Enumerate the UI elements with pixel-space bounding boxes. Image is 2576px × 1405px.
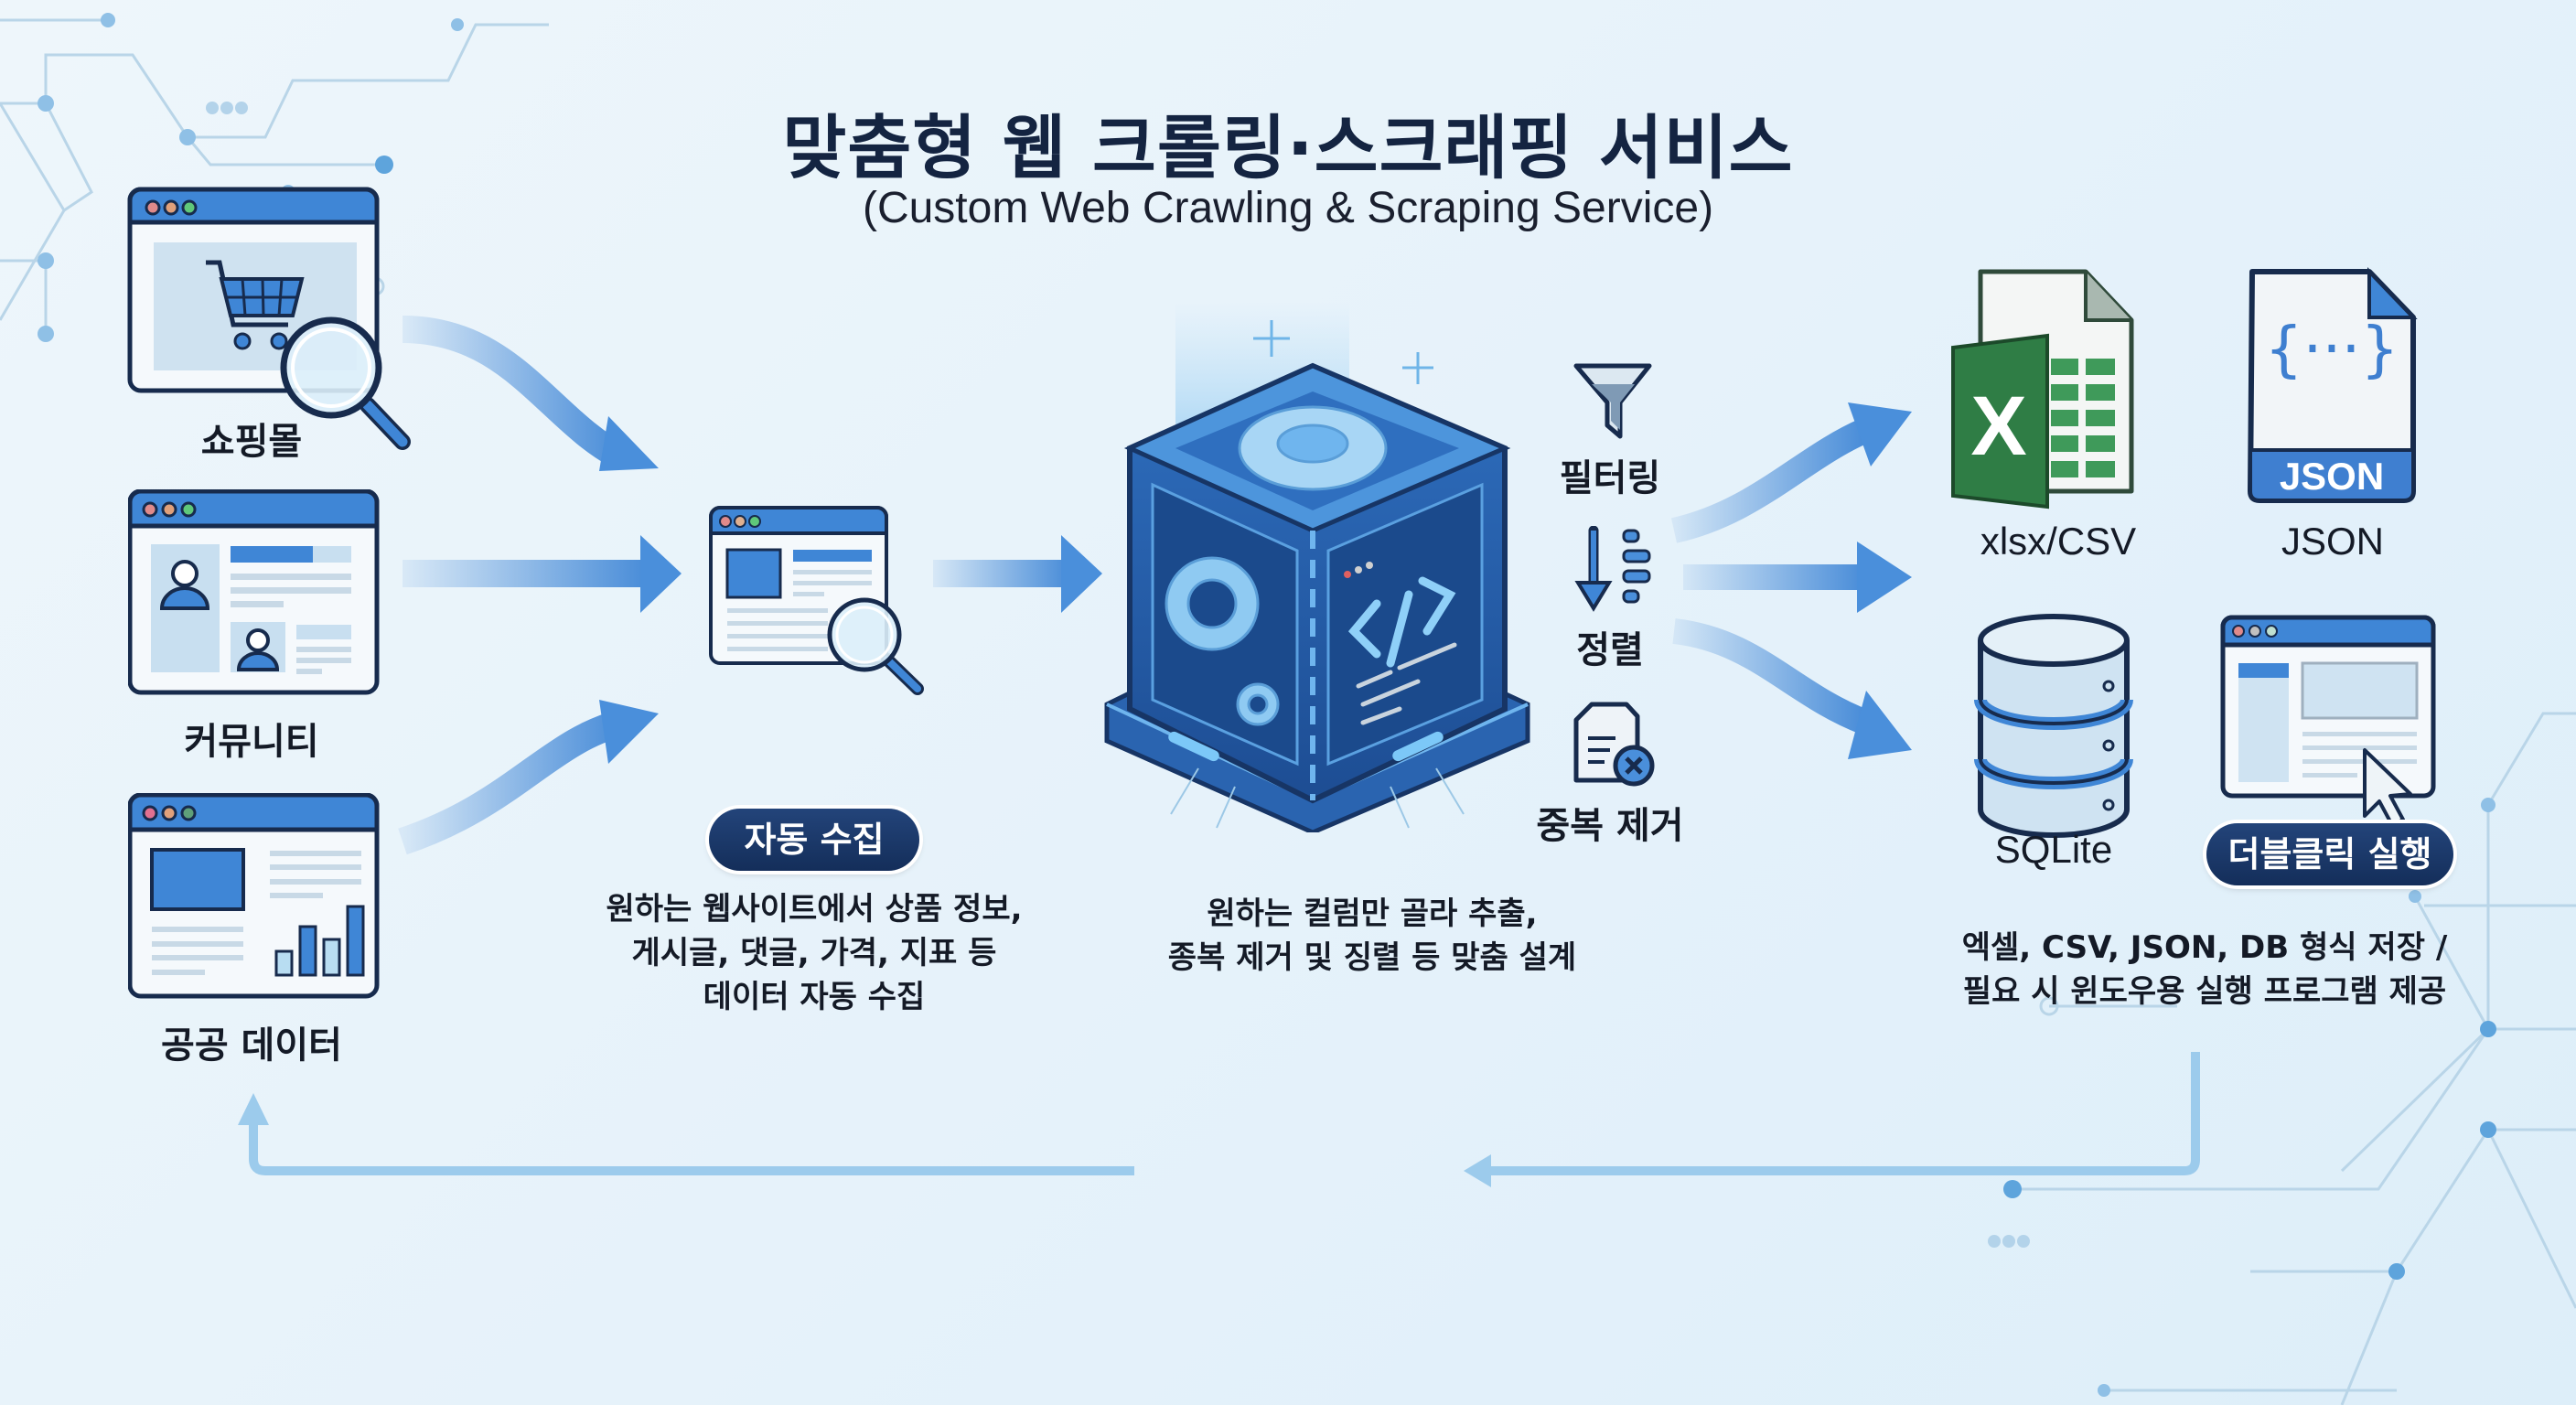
collector-browser bbox=[709, 506, 938, 716]
excel-icon: X bbox=[1951, 269, 2134, 509]
arrow-public-to-collector bbox=[398, 700, 659, 855]
output-label-sqlite: SQLite bbox=[1994, 828, 2113, 871]
process-description-line: 종복 제거 및 징렬 등 맞춤 설계 bbox=[1167, 939, 1577, 976]
source-community bbox=[127, 488, 380, 695]
gear-icon bbox=[1165, 556, 1280, 726]
shopping-cart-browser-icon bbox=[127, 187, 411, 450]
output-description-line: 엑셀, CSV, JSON, DB 형식 저장 / bbox=[1961, 929, 2448, 966]
json-tag: JSON bbox=[2280, 455, 2384, 498]
collect-description-line: 게시글, 댓글, 가격, 지표 등 bbox=[631, 935, 997, 971]
output-label-json: JSON bbox=[2281, 520, 2384, 563]
filter-step bbox=[1569, 361, 1660, 444]
page-title: 맞춤형 웹 크롤링·스크래핑 서비스 bbox=[782, 107, 1794, 188]
database-icon bbox=[1974, 614, 2133, 838]
output-windows-app bbox=[2218, 613, 2447, 832]
output-description: 엑셀, CSV, JSON, DB 형식 저장 / 필요 시 윈도우용 실행 프… bbox=[1912, 926, 2497, 1014]
auto-collect-badge: 자동 수집 bbox=[709, 809, 919, 871]
arrow-collector-to-processor bbox=[933, 535, 1102, 613]
arrow-processor-to-files bbox=[1670, 402, 1912, 543]
source-label-community: 커뮤니티 bbox=[184, 721, 319, 763]
source-label-shopping: 쇼핑몰 bbox=[200, 421, 303, 463]
sort-icon bbox=[1574, 525, 1651, 612]
output-json: {···} JSON bbox=[2241, 267, 2424, 505]
arrow-community-to-collector bbox=[402, 535, 682, 613]
step-label-dedupe: 중복 제거 bbox=[1536, 805, 1684, 847]
gear-icon bbox=[1238, 405, 1388, 491]
process-description-line: 원하는 컬럼만 골라 추출, bbox=[1207, 896, 1538, 932]
app-window-cursor-icon bbox=[2220, 615, 2436, 827]
remove-duplicate-icon bbox=[1573, 702, 1655, 787]
collect-description-line: 데이터 자동 수집 bbox=[703, 979, 926, 1015]
funnel-icon bbox=[1573, 363, 1652, 439]
source-label-public-data: 공공 데이터 bbox=[161, 1024, 342, 1067]
braces-glyph: {···} bbox=[2265, 314, 2399, 384]
magnifier-icon bbox=[280, 316, 411, 450]
dots-decoration bbox=[206, 102, 2030, 1248]
process-description: 원하는 컬럼만 골라 추출, 종복 제거 및 징렬 등 맞춤 설계 bbox=[1107, 892, 1637, 980]
output-label-excel: xlsx/CSV bbox=[1980, 520, 2137, 563]
arrow-processor-to-database bbox=[1672, 618, 1912, 759]
web-page-magnifier-icon bbox=[709, 506, 924, 695]
step-label-sort: 정렬 bbox=[1576, 629, 1644, 671]
source-shopping-mall bbox=[127, 187, 411, 450]
collect-description: 원하는 웹사이트에서 상품 정보, 게시글, 댓글, 가격, 지표 등 데이터 … bbox=[549, 887, 1079, 1019]
step-label-filter: 필터링 bbox=[1559, 457, 1661, 499]
arrow-processor-to-middle bbox=[1683, 542, 1912, 613]
feedback-loop-arrow bbox=[238, 1052, 2200, 1187]
output-description-line: 필요 시 윈도우용 실행 프로그램 제공 bbox=[1962, 973, 2447, 1010]
page-subtitle: (Custom Web Crawling & Scraping Service) bbox=[862, 184, 1714, 232]
arrow-shopping-to-collector bbox=[402, 316, 659, 471]
collect-description-line: 원하는 웹사이트에서 상품 정보, bbox=[606, 891, 1023, 928]
excel-x-glyph: X bbox=[1970, 380, 2026, 473]
dedupe-step bbox=[1572, 700, 1663, 791]
source-public-data bbox=[127, 792, 380, 999]
output-excel: X bbox=[1948, 267, 2168, 514]
double-click-run-badge: 더블클릭 실행 bbox=[2206, 823, 2453, 885]
public-data-chart-browser-icon bbox=[127, 792, 380, 999]
processing-engine-cube bbox=[1089, 302, 1546, 835]
json-file-icon: {···} JSON bbox=[2248, 267, 2418, 503]
output-sqlite bbox=[1971, 613, 2136, 842]
code-icon bbox=[1347, 576, 1456, 668]
mouse-cursor-icon bbox=[2363, 748, 2412, 827]
processing-cube-icon bbox=[1104, 302, 1530, 835]
sort-step bbox=[1573, 525, 1656, 613]
community-browser-icon bbox=[127, 488, 380, 695]
